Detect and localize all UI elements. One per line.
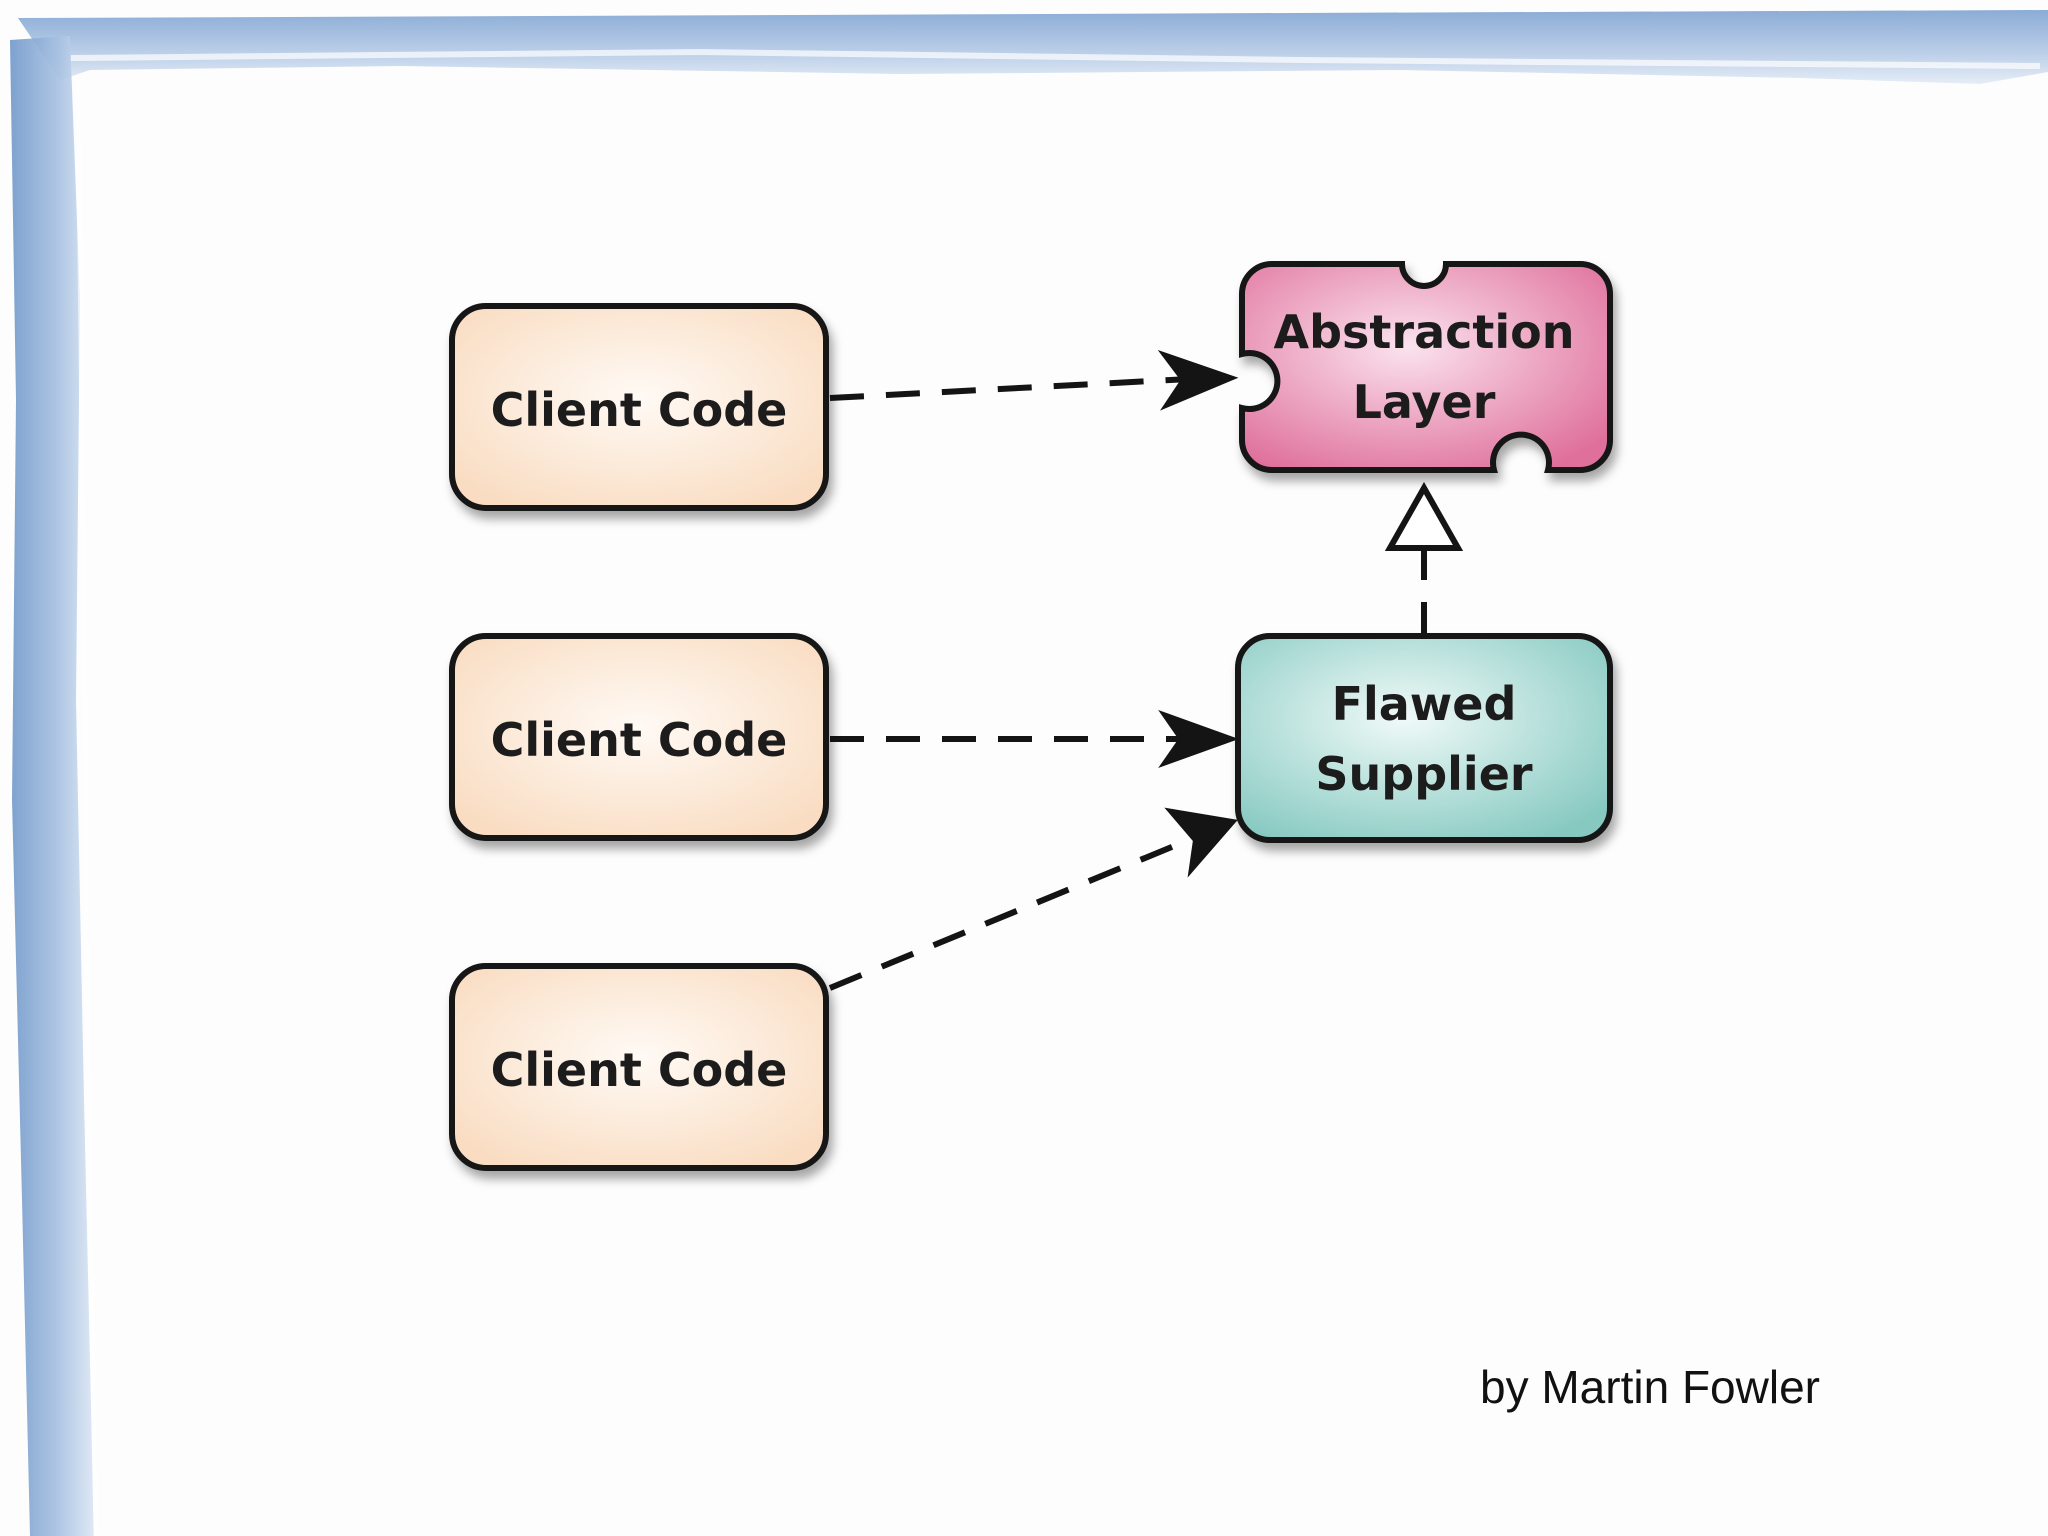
frame-top-highlight — [69, 48, 2041, 69]
frame-left-highlight — [75, 79, 99, 1536]
abstraction-layer-label-line1: Abstraction — [1274, 305, 1575, 359]
flawed-supplier-label-line2: Supplier — [1315, 747, 1532, 801]
abstraction-layer-shape — [1239, 261, 1613, 473]
client-node-2-label: Client Code — [491, 713, 788, 767]
flawed-supplier-label-line1: Flawed — [1332, 677, 1517, 731]
abstraction-layer-node: Abstraction Layer — [1239, 261, 1613, 473]
edges — [828, 375, 1427, 991]
arrowhead-open-2 — [1158, 709, 1239, 769]
author-credit: by Martin Fowler — [1480, 1361, 1820, 1413]
arrowhead-hollow-triangle — [1384, 481, 1464, 551]
arrowhead-open-3 — [1164, 807, 1238, 878]
edge-client1-to-abstraction — [829, 375, 1209, 401]
client-node-3: Client Code — [449, 963, 829, 1171]
frame-top-stroke — [18, 10, 2048, 84]
flawed-supplier-node: Flawed Supplier — [1235, 633, 1613, 843]
client-node-1: Client Code — [449, 303, 829, 511]
abstraction-layer-label-line2: Layer — [1353, 375, 1496, 429]
edge-client3-to-supplier — [828, 829, 1210, 991]
frame-left-stroke — [10, 36, 94, 1536]
arrowheads — [1157, 349, 1464, 878]
client-node-3-label: Client Code — [491, 1043, 788, 1097]
client-node-2: Client Code — [449, 633, 829, 841]
slide-frame — [10, 10, 2048, 1536]
client-node-1-label: Client Code — [491, 383, 788, 437]
arrowhead-open-1 — [1157, 349, 1239, 411]
